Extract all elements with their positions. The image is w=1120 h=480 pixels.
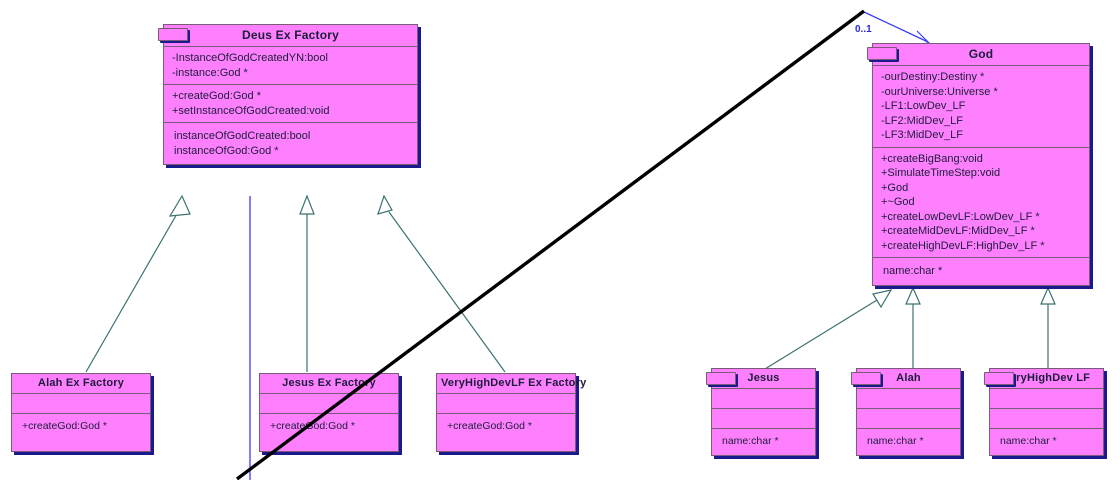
- attribute-compartment: [712, 388, 815, 408]
- spacer-row: [22, 434, 144, 445]
- class-title-veryhighdev-lf: VeryHighDev LF: [1002, 372, 1091, 384]
- attribute-row: -InstanceOfGodCreatedYN:bool: [172, 52, 328, 64]
- attribute-row: -ourDestiny:Destiny *: [881, 71, 985, 83]
- extra-row: name:char *: [1000, 435, 1057, 447]
- class-god[interactable]: God -ourDestiny:Destiny * -ourUniverse:U…: [867, 43, 1090, 286]
- operation-row: +createHighDevLF:HighDev_LF *: [881, 239, 1045, 252]
- spacer-row: [270, 434, 392, 445]
- operation-row: +createLowDevLF:LowDev_LF *: [881, 210, 1040, 223]
- class-title-deus-ex-factory: Deus Ex Factory: [241, 28, 340, 42]
- extra-compartment: name:char *: [990, 428, 1103, 455]
- attribute-compartment: [437, 393, 575, 413]
- operation-row: +createGod:God *: [172, 90, 261, 103]
- class-title-jesus-ex-factory: Jesus Ex Factory: [282, 377, 376, 389]
- operation-compartment: +createGod:God * +setInstanceOfGodCreate…: [164, 84, 417, 122]
- class-tab-icon: [867, 47, 897, 60]
- operation-compartment: [712, 408, 815, 428]
- attribute-row: -LF1:LowDev_LF: [881, 100, 966, 113]
- attribute-compartment: -InstanceOfGodCreatedYN:bool -instance:G…: [164, 46, 417, 84]
- attribute-compartment: [990, 388, 1103, 408]
- class-tab-icon: [851, 372, 881, 385]
- attribute-compartment: -ourDestiny:Destiny * -ourUniverse:Unive…: [873, 65, 1089, 147]
- attribute-compartment: [857, 388, 960, 408]
- class-alah[interactable]: Alah name:char *: [851, 368, 961, 456]
- attribute-row: -LF3:MidDev_LF: [881, 129, 963, 142]
- empty-attribute-row: [998, 393, 1097, 404]
- class-title-god: God: [968, 47, 994, 61]
- extra-compartment: name:char *: [873, 257, 1089, 285]
- attribute-row: -instance:God *: [172, 66, 248, 79]
- empty-attribute-row: [445, 398, 569, 409]
- spacer-row: [447, 434, 569, 445]
- class-jesus-ex-factory[interactable]: Jesus Ex Factory +createGod:God *: [259, 373, 399, 452]
- operation-row: +setInstanceOfGodCreated:void: [172, 104, 330, 117]
- class-title-veryhighdevlf-ex-factory: VeryHighDevLF Ex Factory: [441, 377, 587, 389]
- operation-row: +createGod:God *: [22, 420, 107, 432]
- extra-row: instanceOfGodCreated:bool: [174, 130, 311, 143]
- extra-row: name:char *: [883, 265, 943, 278]
- attribute-row: -ourUniverse:Universe *: [881, 85, 998, 98]
- class-tab-icon: [158, 28, 188, 41]
- empty-attribute-row: [865, 393, 954, 404]
- operation-compartment: +createGod:God *: [260, 413, 398, 451]
- operation-row: +~God: [881, 196, 915, 209]
- generalization-veryhighdevlfexfactory-to-deus: [377, 194, 506, 373]
- empty-operation-row: [720, 413, 809, 424]
- generalization-alah-to-god: [905, 286, 921, 372]
- generalization-jesus-to-god: [759, 289, 893, 373]
- generalization-veryhighdevlf-to-god: [1040, 286, 1056, 372]
- extra-row: instanceOfGod:God *: [174, 144, 279, 157]
- class-alah-ex-factory[interactable]: Alah Ex Factory +createGod:God *: [11, 373, 151, 452]
- generalization-alahexfactory-to-deus: [85, 194, 191, 373]
- extra-row: name:char *: [867, 435, 924, 447]
- class-veryhighdev-lf[interactable]: VeryHighDev LF name:char *: [984, 368, 1104, 456]
- operation-row: +createGod:God *: [447, 420, 532, 432]
- generalization-jesusexfactory-to-deus: [299, 194, 315, 372]
- operation-row: +SimulateTimeStep:void: [881, 167, 1001, 180]
- empty-attribute-row: [20, 398, 144, 409]
- operation-row: +createMidDevLF:MidDev_LF *: [881, 225, 1035, 238]
- operation-compartment: [990, 408, 1103, 428]
- extra-compartment: name:char *: [857, 428, 960, 455]
- attribute-compartment: [12, 393, 150, 413]
- class-title-alah-ex-factory: Alah Ex Factory: [37, 377, 125, 389]
- empty-attribute-row: [720, 393, 809, 404]
- operation-compartment: +createGod:God *: [437, 413, 575, 451]
- extra-compartment: name:char *: [712, 428, 815, 455]
- class-tab-icon: [706, 372, 736, 385]
- extra-compartment: instanceOfGodCreated:bool instanceOfGod:…: [164, 122, 417, 164]
- attribute-row: -LF2:MidDev_LF: [881, 114, 963, 127]
- extra-row: name:char *: [722, 435, 779, 447]
- operation-compartment: +createBigBang:void +SimulateTimeStep:vo…: [873, 146, 1089, 258]
- operation-compartment: [857, 408, 960, 428]
- operation-row: +God: [881, 181, 909, 194]
- empty-operation-row: [998, 413, 1097, 424]
- class-title-alah: Alah: [896, 372, 921, 384]
- operation-compartment: +createGod:God *: [12, 413, 150, 451]
- attribute-compartment: [260, 393, 398, 413]
- class-veryhighdevlf-ex-factory[interactable]: VeryHighDevLF Ex Factory +createGod:God …: [436, 373, 587, 452]
- operation-row: +createBigBang:void: [881, 152, 983, 165]
- multiplicity-label: 0..1: [855, 24, 872, 35]
- class-tab-icon: [984, 372, 1014, 385]
- empty-operation-row: [865, 413, 954, 424]
- class-jesus[interactable]: Jesus name:char *: [706, 368, 816, 456]
- operation-row: +createGod:God *: [270, 420, 355, 432]
- empty-attribute-row: [268, 398, 392, 409]
- class-deus-ex-factory[interactable]: Deus Ex Factory -InstanceOfGodCreatedYN:…: [158, 24, 418, 166]
